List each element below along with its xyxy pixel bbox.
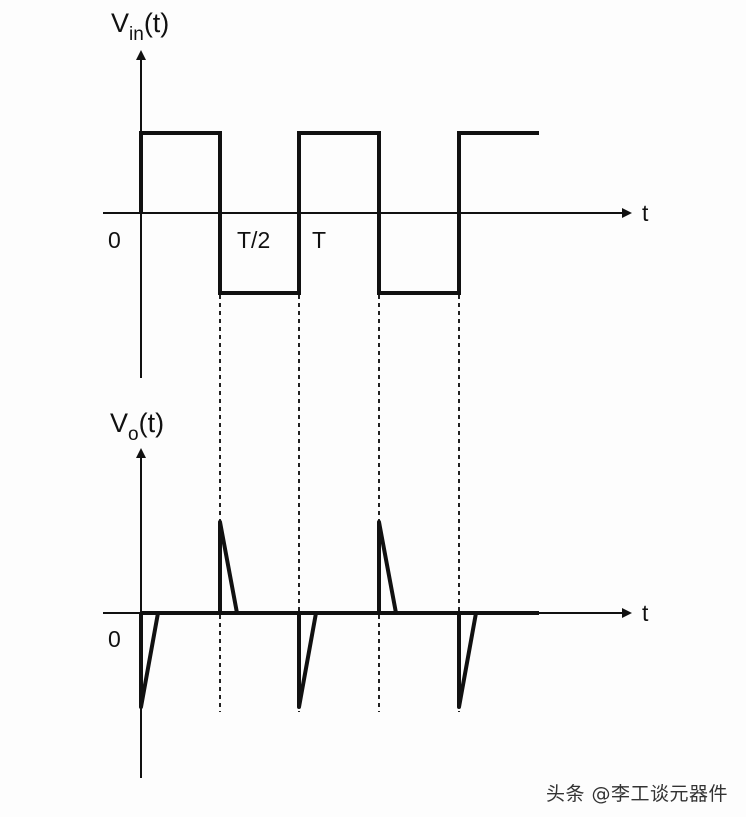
negative-spike-2: [297, 612, 318, 709]
positive-spike-2: [377, 520, 398, 614]
vin-axis-label: Vin(t): [111, 8, 170, 45]
negative-spike-1: [139, 612, 160, 709]
vin-square-wave: [139, 131, 539, 295]
half-period-label: T/2: [237, 227, 271, 253]
vo-spikes: [139, 520, 478, 709]
edge-guide-lines: [219, 295, 460, 712]
period-label: T: [312, 227, 327, 253]
vin-t-label: t: [642, 200, 649, 226]
vo-axis-label: Vo(t): [110, 408, 165, 445]
positive-spike-1: [218, 520, 239, 614]
vin-origin-label: 0: [108, 227, 121, 253]
vo-t-label: t: [642, 600, 649, 626]
negative-spike-3: [457, 612, 478, 709]
vo-origin-label: 0: [108, 626, 121, 652]
top-axes: [103, 50, 632, 378]
watermark: 头条 @李工谈元器件: [545, 783, 728, 805]
